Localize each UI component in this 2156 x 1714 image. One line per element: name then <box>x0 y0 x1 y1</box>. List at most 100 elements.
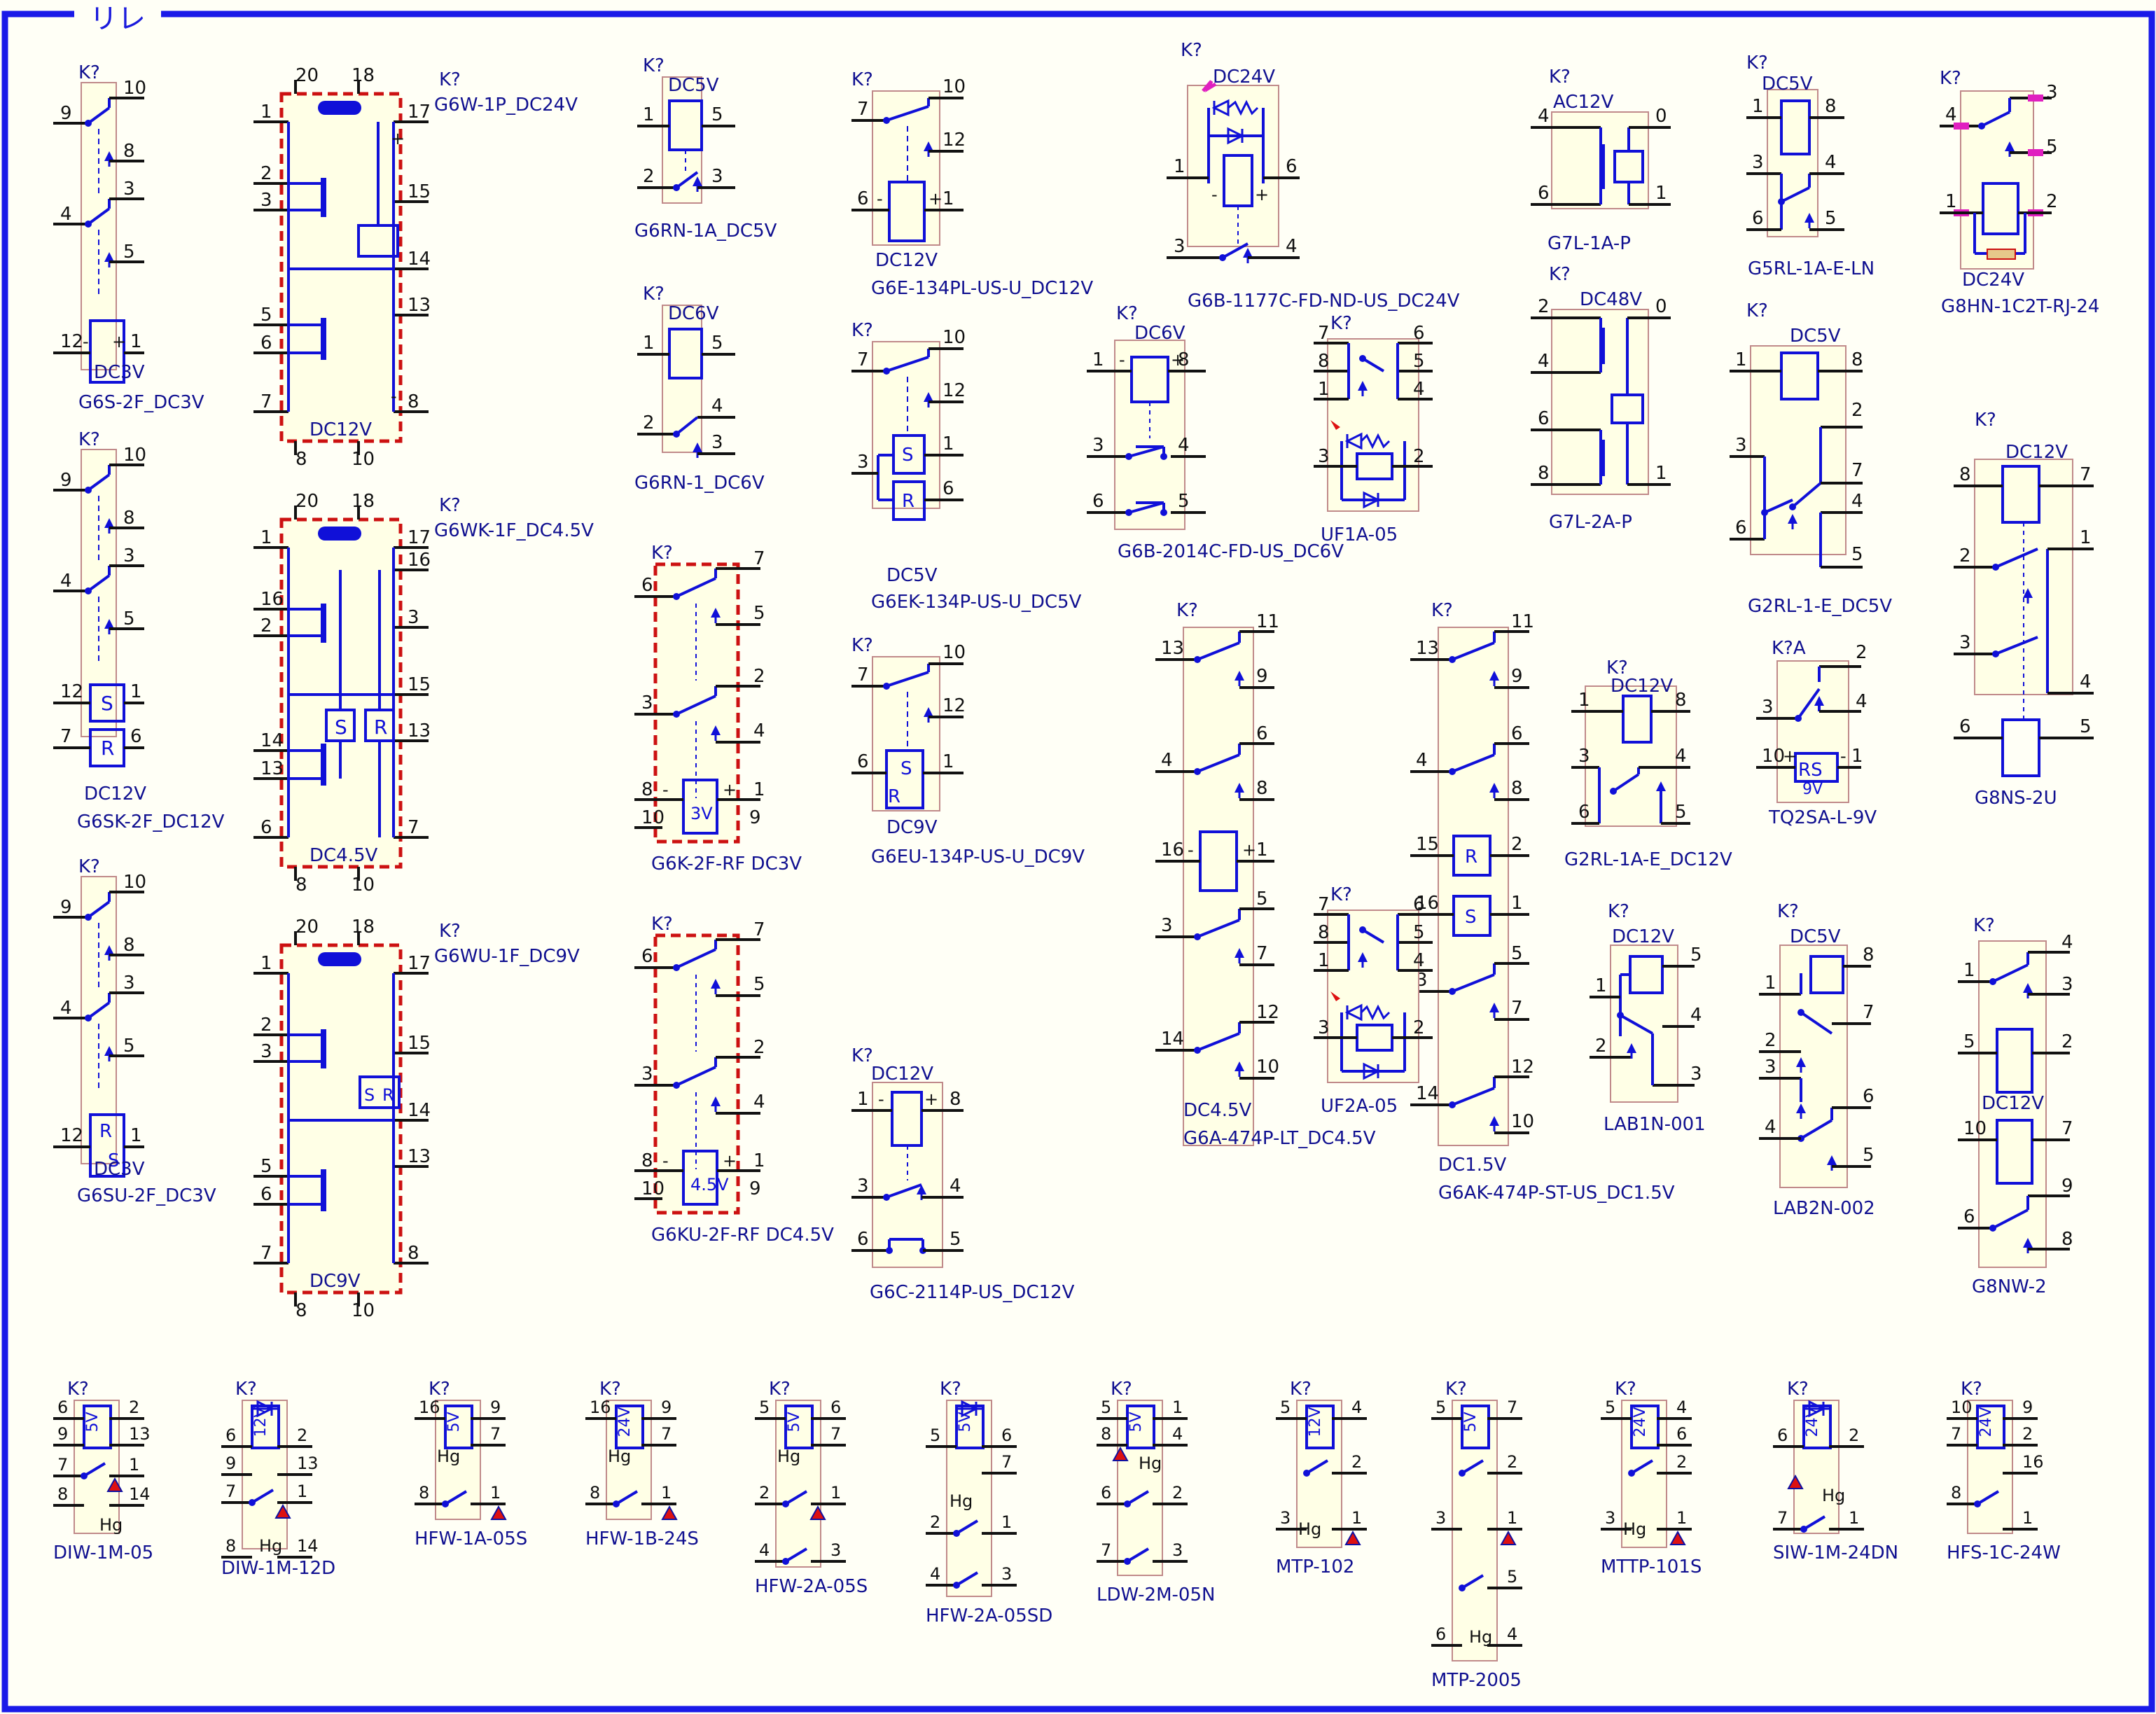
component-body <box>1187 85 1279 247</box>
pin-label: 6 <box>1286 156 1298 177</box>
pin-label: 8 <box>225 1536 236 1556</box>
pin-label: 8 <box>1101 1424 1111 1444</box>
pin-label: 9 <box>225 1454 236 1473</box>
wire <box>675 416 699 436</box>
wire <box>87 574 111 592</box>
header-bar <box>318 101 361 115</box>
red-marker <box>1330 420 1340 430</box>
wire <box>1452 973 1495 993</box>
pin-label: 8 <box>1256 778 1268 799</box>
red-marker <box>1330 991 1340 1001</box>
ref-designator: K? <box>1290 1379 1312 1400</box>
pin-label: 2 <box>129 1398 139 1417</box>
pin-label: 4 <box>1178 435 1190 456</box>
pin-label: 7 <box>753 919 765 940</box>
voltage-label: 24V <box>616 1407 634 1437</box>
pin-label: 7 <box>1851 460 1863 481</box>
pin-label: 1 <box>130 681 142 702</box>
pin-label: 10 <box>352 1300 375 1321</box>
pin-label: 10 <box>352 449 375 470</box>
contact-arrow <box>104 619 114 629</box>
pin-label: 18 <box>352 917 375 938</box>
pin-label: 3 <box>1092 435 1104 456</box>
resistor <box>1360 1004 1391 1021</box>
pin-label: 14 <box>1161 1029 1184 1050</box>
pin-label: 9 <box>60 897 72 918</box>
pin-label: 6 <box>1538 183 1550 204</box>
pin-label: 3 <box>2061 974 2073 995</box>
pin-label: 1 <box>661 1483 672 1503</box>
pin-label: 7 <box>2061 1118 2073 1139</box>
pin-label: 1 <box>1752 96 1764 117</box>
ref-designator: K? <box>851 1045 873 1066</box>
pin-label: 20 <box>295 491 319 512</box>
part-number: MTP-2005 <box>1431 1670 1522 1691</box>
wire <box>1361 357 1385 372</box>
pin-label: 17 <box>408 953 431 974</box>
contact-arrow <box>104 518 114 528</box>
part-number: G6RN-1A_DC5V <box>634 221 777 242</box>
pin-label: 3 <box>641 692 653 713</box>
wire <box>1797 688 1821 720</box>
contact-arrow <box>1489 671 1499 681</box>
pin-label: 5 <box>1863 1145 1875 1166</box>
pin-label: 1 <box>1172 1398 1183 1417</box>
pin-label: - <box>1211 185 1218 204</box>
wire <box>676 1066 716 1087</box>
pin-label: 12 <box>1511 1057 1534 1078</box>
pin-label: 1 <box>1256 839 1268 861</box>
pin-label: 3 <box>1001 1564 1012 1584</box>
pin-label: 5 <box>1690 945 1702 966</box>
contact-arrow <box>924 392 933 402</box>
ref-designator: K? <box>439 69 461 90</box>
pin-label: 12 <box>1256 1002 1279 1023</box>
pin-label: 8 <box>408 1243 419 1264</box>
wire <box>1305 1459 1329 1475</box>
part-number: G6AK-474P-ST-US_DC1.5V <box>1438 1183 1675 1204</box>
junction-dot <box>1160 509 1167 516</box>
contact-arrow <box>1796 1057 1806 1067</box>
pin-label: 6 <box>1959 716 1971 737</box>
pin-label: 11 <box>1256 611 1279 632</box>
pin-label: 3 <box>1578 746 1590 767</box>
pin-label: 5 <box>950 1229 961 1250</box>
pin-label: 9 <box>1511 666 1523 687</box>
ref-designator: K? <box>67 1379 89 1400</box>
pin-label: 2 <box>260 1015 272 1036</box>
pin-label: 6 <box>857 751 869 772</box>
ref-designator: K? <box>1445 1379 1467 1400</box>
pin-label: 10 <box>1951 1398 1973 1417</box>
wire <box>1630 1459 1654 1475</box>
pin-label: 1 <box>130 1125 142 1146</box>
pin-label: 4 <box>759 1540 770 1560</box>
voltage-label: DC3V <box>94 362 145 383</box>
pin-label: 3 <box>857 452 869 473</box>
ref-designator: K? <box>1608 901 1629 922</box>
pin-label: R <box>99 1121 112 1142</box>
pin-label: 12 <box>60 331 83 352</box>
pin-label: 20 <box>295 917 319 938</box>
pin-label: 7 <box>260 1243 272 1264</box>
pin-label: 4 <box>1413 379 1425 400</box>
pin-label: 10 <box>1762 746 1785 767</box>
relay-coil <box>1976 1405 2005 1449</box>
component-body <box>1978 940 2047 1268</box>
pin-label: 1 <box>1676 1508 1687 1528</box>
pin-label: 13 <box>260 758 284 779</box>
pin-label: 5 <box>1280 1398 1291 1417</box>
polarity-marker <box>809 1505 826 1520</box>
polarity-marker <box>1787 1474 1804 1489</box>
pin-label: 7 <box>1511 998 1523 1019</box>
relay-coil <box>444 1405 473 1449</box>
wire <box>1976 1490 2000 1505</box>
pin-label: 6 <box>641 575 653 596</box>
relay-coil <box>2001 465 2040 524</box>
pin-label: 7 <box>661 1424 672 1444</box>
pin-label: 18 <box>352 491 375 512</box>
contact-arrow <box>1358 381 1368 391</box>
